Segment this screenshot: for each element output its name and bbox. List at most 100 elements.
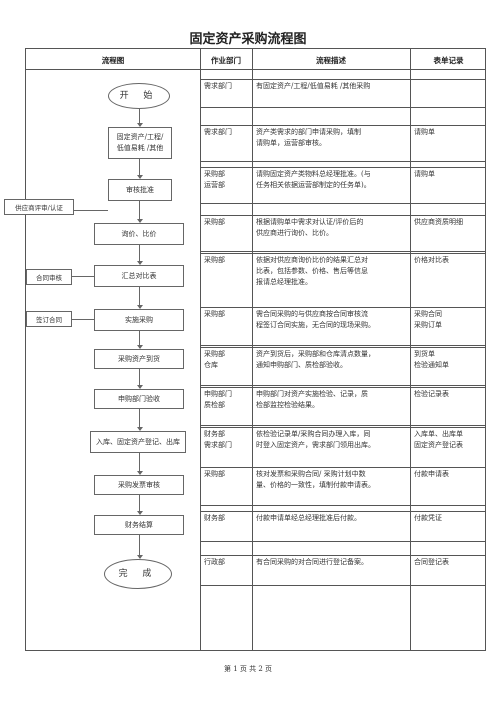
row-dept-cell: 采购部仓库 bbox=[204, 349, 250, 371]
node-demand-line1: 固定资产/工程/ bbox=[116, 133, 164, 141]
row-dept-cell: 需求部门 bbox=[204, 127, 250, 138]
row-records-cell: 到货单检验通知单 bbox=[414, 349, 486, 371]
row-divider bbox=[200, 347, 485, 348]
row-desc-line: 依据对供应商询价比价的结果汇总对 bbox=[256, 256, 368, 264]
row-desc-line: 资产到货后，采购部和仓库清点数量， bbox=[256, 350, 375, 358]
node-warehousing: 入库、固定资产登记、出库 bbox=[90, 431, 186, 453]
row-divider bbox=[200, 555, 485, 556]
row-dept-cell: 采购部 bbox=[204, 255, 250, 266]
row-records-line: 付款凭证 bbox=[414, 514, 442, 522]
row-divider bbox=[200, 467, 485, 468]
row-divider bbox=[200, 167, 485, 168]
row-divider bbox=[200, 215, 485, 216]
row-desc-line: 有合同采购的对合同进行登记备案。 bbox=[256, 558, 368, 566]
row-desc-line: 程签订合同实施，无合同的现场采购。 bbox=[256, 321, 375, 329]
row-divider bbox=[200, 79, 485, 80]
row-divider bbox=[200, 125, 485, 126]
row-records-line: 到货单 bbox=[414, 350, 435, 358]
node-approve: 审核批准 bbox=[108, 179, 172, 201]
row-desc-line: 需合同采购的与供应商按合同审核流 bbox=[256, 310, 368, 318]
row-records-cell: 价格对比表 bbox=[414, 255, 486, 266]
node-acceptance: 申购部门验收 bbox=[94, 389, 184, 409]
col-divider bbox=[410, 49, 411, 650]
row-dept-line: 采购部 bbox=[204, 218, 225, 226]
flow-arrow bbox=[136, 245, 143, 265]
flow-arrow bbox=[136, 495, 143, 515]
row-desc-line: 任务相关依据运营部制定的任务单)。 bbox=[256, 181, 371, 189]
row-desc-line: 量、价格的一致性，填制付款申请表。 bbox=[256, 481, 375, 489]
row-records-cell: 检验记录表 bbox=[414, 389, 486, 400]
row-dept-line: 采购部 bbox=[204, 350, 225, 358]
row-records-cell: 采购合同采购订单 bbox=[414, 309, 486, 331]
flow-arrow bbox=[136, 201, 143, 223]
row-records-line: 价格对比表 bbox=[414, 256, 449, 264]
row-divider bbox=[200, 387, 485, 388]
row-records-line: 合同登记表 bbox=[414, 558, 449, 566]
side-supplier-review: 供应商评审/认证 bbox=[4, 199, 74, 215]
row-desc-line: 检部监控检验结果。 bbox=[256, 401, 319, 409]
node-demand: 固定资产/工程/低值易耗 /其他 bbox=[108, 127, 172, 159]
row-divider bbox=[200, 505, 485, 506]
row-desc-cell: 依检验记录单/采购合同办理入库，同时登入固定资产，需求部门领用出库。 bbox=[256, 429, 408, 451]
col-divider bbox=[200, 49, 201, 650]
header-dept: 作业部门 bbox=[211, 56, 241, 65]
row-desc-cell: 付款申请单经总经理批准后付款。 bbox=[256, 513, 408, 524]
row-desc-line: 供应商进行询价、比价。 bbox=[256, 229, 333, 237]
row-desc-cell: 资产到货后，采购部和仓库清点数量，通知申购部门、质检部验收。 bbox=[256, 349, 408, 371]
start-node: 开 始 bbox=[108, 83, 170, 109]
link-contract-review bbox=[72, 276, 94, 277]
row-desc-line: 比表，包括参数、价格、售后等信息 bbox=[256, 267, 368, 275]
row-desc-line: 付款申请单经总经理批准后付款。 bbox=[256, 514, 361, 522]
row-divider bbox=[200, 427, 485, 428]
row-dept-line: 申购部门 bbox=[204, 390, 232, 398]
row-dept-line: 财务部 bbox=[204, 514, 225, 522]
flow-arrow bbox=[136, 159, 143, 179]
row-records-cell: 合同登记表 bbox=[414, 557, 486, 568]
row-records-line: 采购合同 bbox=[414, 310, 442, 318]
row-desc-cell: 请购固定资产类物料总经理批准。(与任务相关依据运营部制定的任务单)。 bbox=[256, 169, 408, 191]
row-desc-line: 请购单，运营部审核。 bbox=[256, 139, 326, 147]
flow-arrow bbox=[136, 109, 143, 127]
row-records-cell: 入库单、出库单固定资产登记表 bbox=[414, 429, 486, 451]
row-dept-line: 采购部 bbox=[204, 470, 225, 478]
row-dept-line: 需求部门 bbox=[204, 82, 232, 90]
row-desc-line: 资产类需求的部门申请采购，填制 bbox=[256, 128, 361, 136]
row-records-line: 请购单 bbox=[414, 128, 435, 136]
row-divider bbox=[200, 203, 485, 204]
row-divider bbox=[200, 345, 485, 346]
flow-arrow bbox=[136, 369, 143, 389]
flow-arrow bbox=[136, 287, 143, 309]
row-divider bbox=[200, 161, 485, 162]
node-arrival: 采购资产到货 bbox=[94, 349, 184, 369]
row-desc-line: 有固定资产/工程/低值易耗 /其他采购 bbox=[256, 82, 371, 90]
row-divider bbox=[200, 251, 485, 252]
row-desc-line: 报请总经理批准。 bbox=[256, 278, 312, 286]
row-divider bbox=[200, 385, 485, 386]
row-dept-cell: 申购部门质检部 bbox=[204, 389, 250, 411]
node-invoice: 采购发票审核 bbox=[94, 475, 184, 495]
header-records: 表单记录 bbox=[433, 56, 464, 65]
row-divider bbox=[200, 107, 485, 108]
row-records-line: 付款申请表 bbox=[414, 470, 449, 478]
row-dept-cell: 采购部 bbox=[204, 469, 250, 480]
row-dept-line: 运营部 bbox=[204, 181, 225, 189]
row-records-line: 检验通知单 bbox=[414, 361, 449, 369]
row-records-line: 供应商资质明细 bbox=[414, 218, 463, 226]
flow-arrow bbox=[136, 535, 143, 559]
row-desc-line: 请购固定资产类物料总经理批准。(与 bbox=[256, 170, 371, 178]
row-dept-cell: 财务部需求部门 bbox=[204, 429, 250, 451]
row-records-cell: 付款凭证 bbox=[414, 513, 486, 524]
row-records-cell: 请购单 bbox=[414, 127, 486, 138]
row-desc-line: 申购部门对资产实施检验、记录，质 bbox=[256, 390, 368, 398]
row-records-cell: 付款申请表 bbox=[414, 469, 486, 480]
row-dept-cell: 需求部门 bbox=[204, 81, 250, 92]
row-dept-line: 需求部门 bbox=[204, 441, 232, 449]
row-divider bbox=[200, 307, 485, 308]
row-dept-cell: 采购部 bbox=[204, 217, 250, 228]
side-contract-review: 合同审核 bbox=[26, 269, 72, 285]
row-records-line: 入库单、出库单 bbox=[414, 430, 463, 438]
flow-arrow bbox=[136, 409, 143, 431]
node-purchase: 实施采购 bbox=[94, 309, 184, 331]
row-desc-cell: 有合同采购的对合同进行登记备案。 bbox=[256, 557, 408, 568]
node-settlement: 财务结算 bbox=[94, 515, 184, 535]
